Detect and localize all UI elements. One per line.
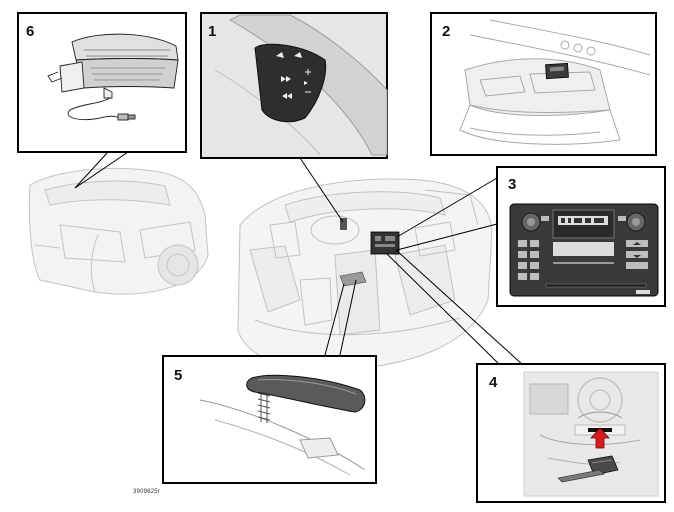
panel-5: 5 bbox=[162, 355, 377, 484]
steering-wheel-drawing bbox=[214, 14, 388, 156]
microphone-highlight bbox=[545, 62, 569, 80]
panel-4-label: 4 bbox=[489, 374, 498, 391]
panel-3: 3 bbox=[496, 166, 666, 307]
armrest-spring bbox=[257, 392, 271, 423]
subwoofer-unit-drawing bbox=[47, 33, 179, 121]
insert-arrow-icon bbox=[590, 427, 610, 449]
cartridge-drawing bbox=[557, 455, 619, 483]
steering-control-marker bbox=[340, 218, 347, 230]
roof-console-drawing bbox=[459, 19, 651, 145]
callout-lines bbox=[74, 151, 524, 366]
panel-2-label: 2 bbox=[442, 23, 450, 40]
panel-6: 6 bbox=[17, 12, 187, 153]
panel-1-label: 1 bbox=[208, 23, 216, 40]
panel-5-label: 5 bbox=[174, 367, 182, 384]
armrest-marker bbox=[339, 271, 367, 287]
console-audio-unit-marker bbox=[370, 231, 400, 255]
panel-3-label: 3 bbox=[508, 176, 516, 193]
car-interior-illustration bbox=[237, 178, 493, 371]
panel-2: 2 bbox=[430, 12, 657, 156]
audio-panel-drawing bbox=[509, 203, 659, 297]
panel-1: 1 bbox=[200, 12, 388, 159]
panel-4: 4 bbox=[476, 363, 666, 503]
panel-6-label: 6 bbox=[26, 23, 34, 40]
steering-control-buttons bbox=[276, 52, 311, 99]
armrest-drawing bbox=[199, 374, 366, 476]
disc-slot-drawing bbox=[523, 371, 659, 497]
reference-code: 3909825r bbox=[133, 489, 160, 495]
rear-car-illustration bbox=[28, 167, 209, 295]
